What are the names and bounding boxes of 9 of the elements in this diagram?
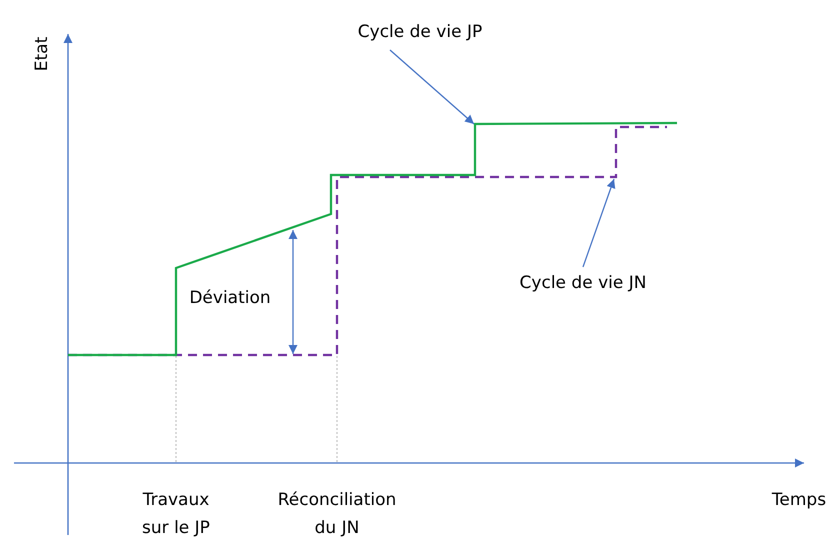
tick-label: Travaux sur le JP <box>141 489 211 540</box>
axis-title: Temps <box>770 489 828 512</box>
annotation-text: Cycle de vie JN <box>505 269 661 297</box>
leader-line <box>582 178 616 268</box>
annotation-text: Cycle de vie JP <box>345 18 495 46</box>
axis-title: Etat <box>31 36 53 74</box>
measure-label: Déviation <box>188 287 272 310</box>
leader-line <box>390 50 474 124</box>
tick-label: Réconciliation du JN <box>276 489 398 540</box>
